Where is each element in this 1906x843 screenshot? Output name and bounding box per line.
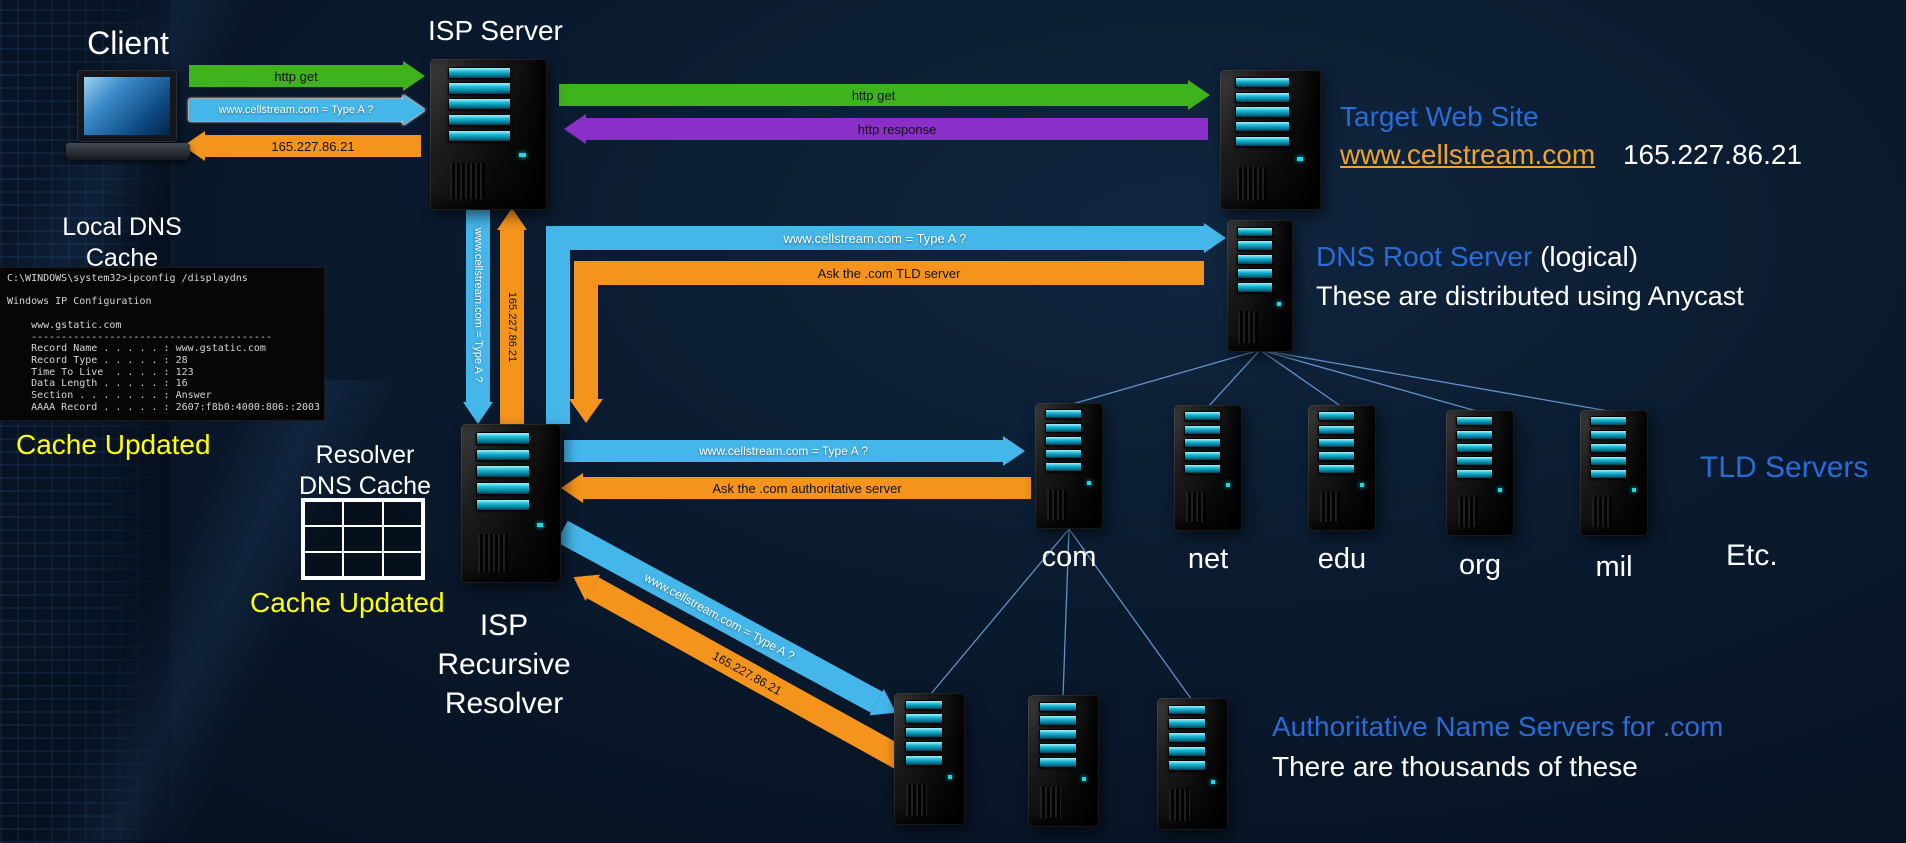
arrow-label: 165.227.86.21 xyxy=(506,291,519,363)
server-dns-root xyxy=(1227,220,1293,352)
arrow-http-response-target-to-isp: http response xyxy=(564,114,1208,144)
authoritative-subtitle: There are thousands of these xyxy=(1272,751,1638,782)
arrow-dns-query-client-to-isp: www.cellstream.com = Type A ? xyxy=(189,95,425,125)
root-server-subtitle: These are distributed using Anycast xyxy=(1316,281,1744,311)
server-authoritative-1 xyxy=(894,693,965,825)
root-server-title-text: DNS Root Server xyxy=(1316,241,1533,272)
resolver-label-line2: Recursive xyxy=(437,648,571,681)
arrow-http-get-isp-to-target: http get xyxy=(559,80,1210,110)
client-laptop xyxy=(66,70,190,166)
resolver-dns-cache-label: Resolver DNS Cache xyxy=(280,440,450,501)
cache-updated-resolver: Cache Updated xyxy=(250,587,445,618)
server-tld-com xyxy=(1035,403,1103,529)
arrow-label: www.cellstream.com = Type A ? xyxy=(472,227,485,383)
server-target-website xyxy=(1220,70,1321,210)
arrow-label: Ask the .com authoritative server xyxy=(712,480,902,496)
tld-label-org: org xyxy=(1459,549,1501,581)
server-authoritative-3 xyxy=(1157,698,1228,830)
root-server-title: DNS Root Server (logical) xyxy=(1316,240,1638,274)
laptop-base xyxy=(66,143,190,160)
arrow-label: www.cellstream.com = Type A ? xyxy=(783,230,967,246)
arrow-label: 165.227.86.21 xyxy=(271,138,355,154)
arrow-label: www.cellstream.com = Type A ? xyxy=(699,444,868,458)
tld-etc-label: Etc. xyxy=(1726,539,1778,572)
tld-servers-title: TLD Servers xyxy=(1700,451,1869,484)
client-label: Client xyxy=(87,25,169,61)
isp-server-label: ISP Server xyxy=(428,15,563,46)
arrow-label: http get xyxy=(274,68,318,84)
arrow-answer-tld-to-resolver: Ask the .com authoritative server xyxy=(561,473,1031,503)
target-ip: 165.227.86.21 xyxy=(1622,139,1803,170)
tld-label-com: com xyxy=(1041,541,1097,573)
tld-label-mil: mil xyxy=(1595,551,1633,583)
recursive-resolver-label: ISP Recursive Resolver xyxy=(414,606,594,723)
server-isp xyxy=(430,59,547,210)
server-isp-recursive-resolver xyxy=(461,424,561,583)
resolver-cache-line1: Resolver xyxy=(315,441,415,469)
server-tld-mil xyxy=(1580,410,1648,536)
arrow-label: Ask the .com TLD server xyxy=(817,265,961,281)
target-domain-link[interactable]: www.cellstream.com xyxy=(1340,139,1596,170)
laptop-screen xyxy=(77,70,177,142)
target-website-address: www.cellstream.com 165.227.86.21 xyxy=(1340,138,1802,172)
local-dns-cache-console: C:\WINDOWS\system32>ipconfig /displaydns… xyxy=(0,268,324,420)
tld-label-net: net xyxy=(1187,543,1229,575)
resolver-label-line1: ISP xyxy=(479,609,529,642)
authoritative-title: Authoritative Name Servers for .com xyxy=(1272,711,1724,742)
local-dns-cache-line1: Local DNS xyxy=(62,213,182,241)
resolver-cache-grid-icon xyxy=(301,498,425,580)
cache-updated-local: Cache Updated xyxy=(16,429,211,460)
arrow-answer-resolver-to-isp: 165.227.86.21 xyxy=(497,208,527,424)
server-tld-net xyxy=(1174,405,1242,531)
arrow-label: www.cellstream.com = Type A ? xyxy=(218,103,374,116)
tld-label-edu: edu xyxy=(1317,543,1367,575)
server-tld-org xyxy=(1446,410,1514,536)
resolver-cache-line2: DNS Cache xyxy=(299,471,431,500)
arrow-label: http get xyxy=(851,87,896,103)
arrow-query-isp-to-resolver: www.cellstream.com = Type A ? xyxy=(463,208,493,424)
resolver-label-line3: Resolver xyxy=(444,687,564,720)
arrow-query-resolver-to-tld: www.cellstream.com = Type A ? xyxy=(564,436,1025,466)
arrow-label: http response xyxy=(857,121,937,137)
console-output: C:\WINDOWS\system32>ipconfig /displaydns… xyxy=(7,273,321,413)
arrow-dns-answer-isp-to-client: 165.227.86.21 xyxy=(183,131,421,161)
local-dns-cache-line2: Cache xyxy=(85,243,159,272)
arrow-http-get-client-to-isp: http get xyxy=(189,61,425,91)
local-dns-cache-label: Local DNS Cache xyxy=(36,212,208,273)
server-tld-edu xyxy=(1308,405,1376,531)
target-website-title: Target Web Site xyxy=(1340,101,1539,132)
root-server-title-note: (logical) xyxy=(1532,241,1639,272)
server-authoritative-2 xyxy=(1028,695,1099,827)
